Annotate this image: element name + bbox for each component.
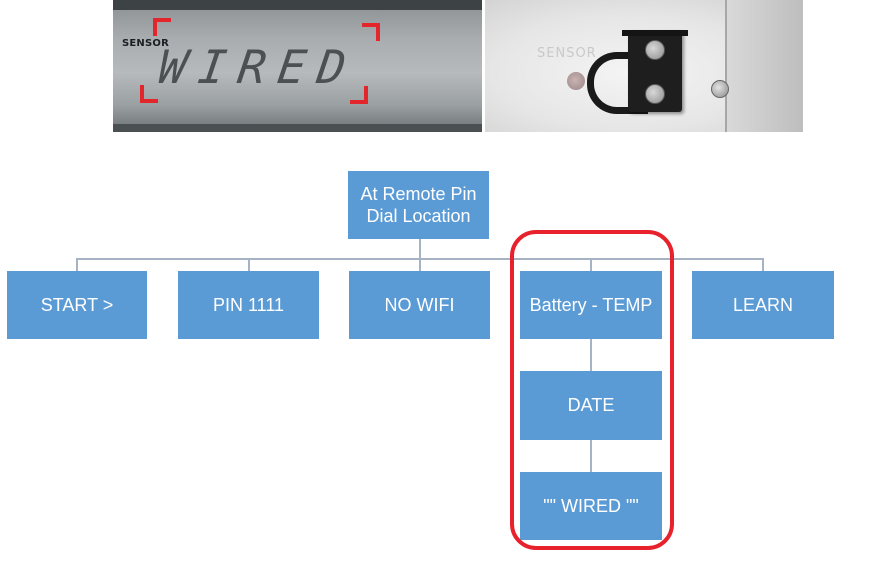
node-learn: LEARN [692,271,834,339]
node-start: START > [7,271,147,339]
connector-root-down [419,239,421,259]
red-highlight-outline [510,230,674,550]
connector-nowifi [419,258,421,271]
node-no-wifi: NO WIFI [349,271,490,339]
connector-learn [762,258,764,271]
node-root-remote-pin-dial: At Remote Pin Dial Location [348,171,489,239]
connector-pin [248,258,250,271]
connector-start [76,258,78,271]
node-pin-1111: PIN 1111 [178,271,319,339]
